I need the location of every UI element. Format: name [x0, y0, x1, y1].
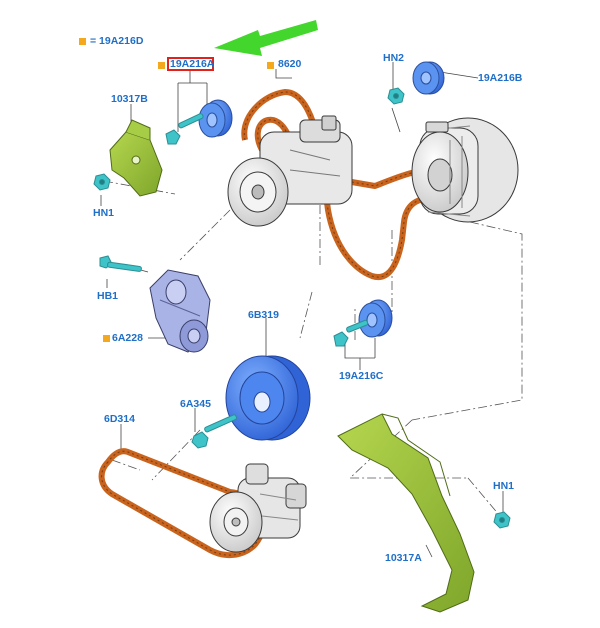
- highlight-box-19a216a: [167, 57, 214, 71]
- callout-hb1[interactable]: HB1: [97, 290, 119, 302]
- pulley-6b319-part: [225, 355, 311, 441]
- callout-19a216b[interactable]: 19A216B: [478, 72, 523, 84]
- callout-6b319[interactable]: 6B319: [248, 309, 279, 321]
- shield-10317a-part: [337, 413, 475, 613]
- callout-6a228[interactable]: 6A228: [112, 332, 143, 344]
- ac-compressor: [227, 115, 353, 227]
- callout-hn2[interactable]: HN2: [383, 52, 405, 64]
- legend-marker: [79, 38, 86, 45]
- bolt-19a216a-part: [165, 113, 204, 145]
- pointer-arrow: [214, 20, 318, 56]
- tensioner-6a228-part: [149, 269, 211, 353]
- bolt-hb1-part: [99, 255, 142, 272]
- callout-8620[interactable]: 8620: [278, 58, 302, 70]
- idler-19a216c-part: [358, 299, 393, 338]
- marker-6a228: [103, 335, 110, 342]
- nut-hn1-bottom-part: [493, 511, 511, 529]
- bolt-6a345-part: [191, 414, 237, 449]
- idler-19a216a-part: [198, 99, 233, 138]
- callout-10317a[interactable]: 10317A: [385, 552, 422, 564]
- idler-19a216b-part: [412, 61, 445, 95]
- nut-hn2-part: [387, 87, 405, 105]
- legend-code: = 19A216D: [90, 35, 144, 47]
- callout-6a345[interactable]: 6A345: [180, 398, 211, 410]
- callout-hn1-top[interactable]: HN1: [93, 207, 115, 219]
- callout-19a216a[interactable]: 19A216A: [170, 58, 215, 70]
- marker-8620: [267, 62, 274, 69]
- alternator: [411, 117, 519, 223]
- bracket-10317b-part: [109, 119, 163, 197]
- marker-19a216a: [158, 62, 165, 69]
- callout-6d314[interactable]: 6D314: [104, 413, 135, 425]
- callout-hn1-bottom[interactable]: HN1: [493, 480, 515, 492]
- callout-19a216c[interactable]: 19A216C: [339, 370, 384, 382]
- callout-10317b[interactable]: 10317B: [111, 93, 148, 105]
- power-steering-pump: [209, 463, 307, 553]
- nut-hn1-top-part: [93, 173, 111, 191]
- bolt-19a216c-part: [333, 319, 369, 347]
